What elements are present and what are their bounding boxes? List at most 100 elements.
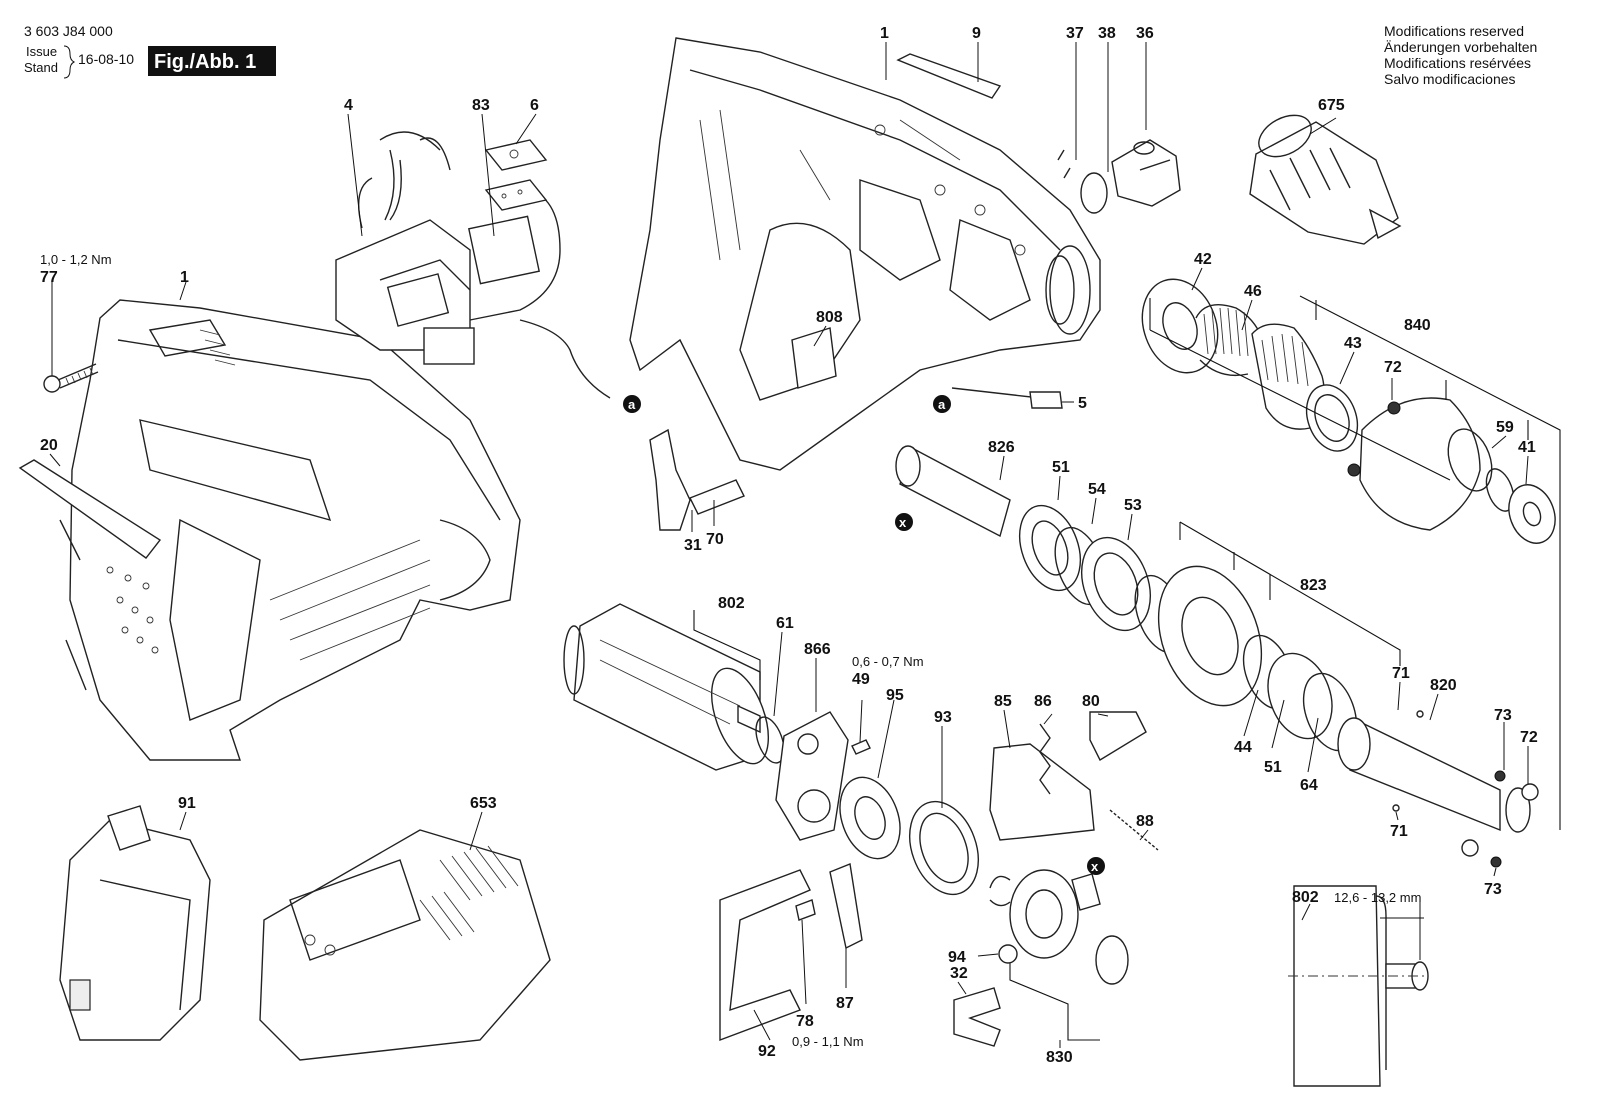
label-49: 49 [852, 671, 870, 688]
battery-pack-91 [59, 805, 211, 1041]
label-675: 675 [1318, 97, 1345, 114]
label-59: 59 [1496, 419, 1514, 436]
label-53: 53 [1124, 497, 1142, 514]
planet-gear-95 [839, 776, 901, 860]
label-54: 54 [1088, 481, 1106, 498]
doc-number: 3 603 J84 000 [24, 23, 113, 39]
label-1-top: 1 [880, 25, 889, 42]
label-plate-20 [18, 459, 162, 559]
notice-fr: Modifications resérvées [1384, 55, 1531, 71]
svg-text:a: a [938, 397, 946, 412]
group-bracket-802 [693, 610, 761, 680]
label-4: 4 [344, 97, 353, 114]
label-plate-9 [896, 53, 1002, 99]
o-ring-61 [755, 716, 785, 764]
part-labels: 1 9 37 38 36 675 4 83 6 1,0 - 1,2 Nm 77 … [40, 25, 1538, 1066]
label-38: 38 [1098, 25, 1116, 42]
issue-brace [63, 45, 76, 79]
label-87: 87 [836, 995, 854, 1012]
gear-plate-866 [775, 711, 849, 841]
svg-text:a: a [628, 397, 636, 412]
marker-a-left: a [623, 395, 641, 413]
label-43: 43 [1344, 335, 1362, 352]
label-823: 823 [1300, 577, 1327, 594]
label-72-top: 72 [1384, 359, 1402, 376]
planetary-gear-group [1134, 565, 1358, 752]
torque-78: 0,9 - 1,1 Nm [792, 1034, 864, 1049]
label-73-bottom: 73 [1484, 881, 1502, 898]
label-78: 78 [796, 1013, 814, 1030]
group-ticks-840 [1315, 300, 1529, 440]
label-830: 830 [1046, 1049, 1073, 1066]
label-20: 20 [40, 437, 58, 454]
group-bracket-840 [1149, 295, 1561, 830]
label-64: 64 [1300, 777, 1318, 794]
screw-77 [43, 363, 99, 393]
fig-badge [148, 46, 276, 76]
charger-653 [259, 829, 551, 1061]
issue-label: Issue [26, 44, 57, 59]
screw-49 [851, 739, 871, 755]
notice-en: Modifications reserved [1384, 23, 1524, 39]
label-820: 820 [1430, 677, 1457, 694]
label-42: 42 [1194, 251, 1212, 268]
marker-x-spindle: x [895, 513, 913, 531]
label-91: 91 [178, 795, 196, 812]
label-808: 808 [816, 309, 843, 326]
lever-87 [829, 863, 863, 950]
clutch-assembly [1141, 278, 1556, 544]
label-71-top: 71 [1392, 665, 1410, 682]
label-93: 93 [934, 709, 952, 726]
screw-78 [795, 899, 816, 921]
label-80: 80 [1082, 693, 1100, 710]
label-32: 32 [950, 965, 968, 982]
label-802-motor: 802 [718, 595, 745, 612]
label-41: 41 [1518, 439, 1536, 456]
svg-text:x: x [899, 515, 907, 530]
connector-5 [1029, 391, 1063, 409]
label-826: 826 [988, 439, 1015, 456]
label-86: 86 [1034, 693, 1052, 710]
spring-32 [953, 987, 1001, 1047]
label-37: 37 [1066, 25, 1084, 42]
label-46: 46 [1244, 283, 1262, 300]
label-61: 61 [776, 615, 794, 632]
label-5: 5 [1078, 395, 1087, 412]
label-83: 83 [472, 97, 490, 114]
group-bracket-823 [1179, 521, 1401, 666]
o-ring-38 [1080, 172, 1108, 214]
document-header: 3 603 J84 000 Issue Stand 16-08-10 Fig./… [24, 23, 276, 79]
torque-77: 1,0 - 1,2 Nm [40, 252, 112, 267]
label-92: 92 [758, 1043, 776, 1060]
torque-49: 0,6 - 0,7 Nm [852, 654, 924, 669]
dimension-802: 12,6 - 13,2 mm [1334, 890, 1421, 905]
notice-es: Salvo modificaciones [1384, 71, 1516, 87]
label-9: 9 [972, 25, 981, 42]
label-6: 6 [530, 97, 539, 114]
stand-label: Stand [24, 60, 58, 75]
label-85: 85 [994, 693, 1012, 710]
housing-shell-drawing [629, 37, 1101, 471]
label-840: 840 [1404, 317, 1431, 334]
label-802-detail: 802 [1292, 889, 1319, 906]
nut-36 [1111, 139, 1181, 207]
label-77: 77 [40, 269, 58, 286]
motor-detail-802 [1288, 885, 1429, 1087]
label-72-right: 72 [1520, 729, 1538, 746]
svg-text:x: x [1091, 859, 1099, 874]
label-51-bottom: 51 [1264, 759, 1282, 776]
modification-notice: Modifications reserved Änderungen vorbeh… [1384, 23, 1537, 87]
label-95: 95 [886, 687, 904, 704]
label-31: 31 [684, 537, 702, 554]
label-866: 866 [804, 641, 831, 658]
lever-31-pin-70 [649, 428, 745, 531]
notice-de: Änderungen vorbehalten [1384, 39, 1537, 55]
label-808 [791, 327, 837, 389]
label-36: 36 [1136, 25, 1154, 42]
label-1-left: 1 [180, 269, 189, 286]
label-88: 88 [1136, 813, 1154, 830]
label-70: 70 [706, 531, 724, 548]
selector-parts [989, 711, 1159, 851]
